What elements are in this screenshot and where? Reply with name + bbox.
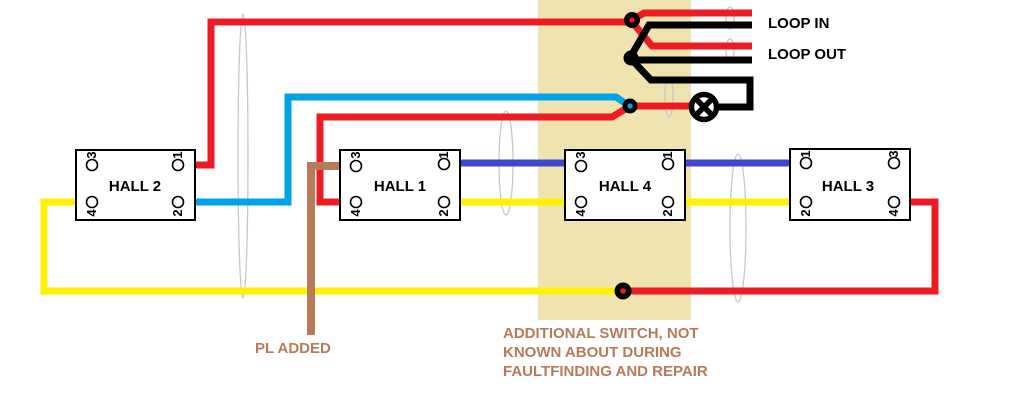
junction-red-loop-center (629, 17, 635, 23)
hall4-terminal-2-contact (661, 195, 675, 209)
note-line-1: ADDITIONAL SWITCH, NOT (503, 325, 699, 342)
hall3-terminal-2-contact (799, 195, 813, 209)
junction-black-switched-live (623, 50, 639, 66)
hall2-terminal-1: 1 (170, 151, 185, 158)
switch-box-hall-2: HALL 2 3 1 4 2 (75, 149, 196, 221)
switch-label-hall-3: HALL 3 (822, 178, 874, 195)
hall2-terminal-4-contact (85, 195, 99, 209)
wire-yellow-hall2-t4-bottom-run (40, 198, 616, 295)
hall1-terminal-3: 3 (348, 151, 363, 158)
junction-bottom-center (620, 288, 626, 294)
hall1-terminal-4-contact (349, 195, 363, 209)
pl-added-label: PL ADDED (255, 340, 331, 357)
hall4-terminal-1: 1 (660, 151, 675, 158)
switch-box-hall-1: HALL 1 3 1 4 2 (339, 149, 461, 221)
hall1-terminal-4: 4 (348, 209, 363, 217)
hall2-terminal-2-contact (171, 195, 185, 209)
hall3-terminal-3-contact (887, 156, 901, 170)
wire-black-lamp-loop (630, 58, 754, 111)
note-line-3: FAULTFINDING AND REPAIR (503, 363, 708, 380)
hall2-terminal-4: 4 (84, 209, 99, 217)
hall2-terminal-3-contact (85, 158, 99, 172)
wire-red-bottom-to-hall3-t4 (628, 198, 939, 295)
cable-ellipse-loop-in (725, 6, 735, 30)
switch-label-hall-2: HALL 2 (109, 178, 161, 195)
hall4-terminal-3: 3 (573, 151, 588, 158)
wire-lightblue-hall2-t2-to-lamp-junction (196, 93, 630, 206)
loop-out-label: LOOP OUT (768, 46, 846, 63)
switch-label-hall-4: HALL 4 (599, 178, 652, 195)
note-line-2: KNOWN ABOUT DURING (503, 344, 682, 361)
hall3-terminal-3: 3 (886, 150, 901, 157)
cable-ellipse-hall2-drop (237, 13, 249, 299)
hall4-terminal-2: 2 (660, 209, 675, 216)
hall1-terminal-1-contact (437, 157, 451, 171)
switch-box-hall-3: HALL 3 1 3 2 4 (789, 148, 911, 221)
junction-lamp-feed-center (627, 103, 633, 109)
lamp-symbol (688, 91, 720, 123)
switch-box-hall-4: HALL 4 3 1 4 2 (564, 149, 686, 221)
hall2-terminal-3: 3 (84, 151, 99, 158)
wire-red-hall1-t4-to-lamp-junction (316, 104, 629, 206)
wire-brown-pl-added (307, 162, 350, 335)
hall3-terminal-1-contact (799, 156, 813, 170)
hall4-terminal-1-contact (661, 157, 675, 171)
cable-ellipse-hall4-hall3 (729, 153, 747, 303)
hall1-terminal-2: 2 (436, 209, 451, 216)
wire-red-hall2-t1-to-loop-junction (184, 18, 626, 169)
hall1-terminal-2-contact (437, 195, 451, 209)
hall3-terminal-1: 1 (798, 150, 813, 157)
hall4-terminal-4-contact (574, 195, 588, 209)
wire-black-loop-in (627, 21, 752, 58)
hall3-terminal-2: 2 (798, 209, 813, 216)
hall4-terminal-4: 4 (573, 209, 588, 217)
hall1-terminal-3-contact (349, 159, 363, 173)
hall2-terminal-1-contact (171, 158, 185, 172)
loop-in-label: LOOP IN (768, 15, 829, 32)
wire-red-loop-out (630, 20, 752, 50)
hall3-terminal-4: 4 (886, 209, 901, 217)
hall1-terminal-1: 1 (436, 151, 451, 158)
hall3-terminal-4-contact (887, 195, 901, 209)
hall4-terminal-3-contact (574, 159, 588, 173)
switch-label-hall-1: HALL 1 (374, 178, 426, 195)
lamp-cross-2 (694, 97, 714, 117)
hall2-terminal-2: 2 (170, 209, 185, 216)
